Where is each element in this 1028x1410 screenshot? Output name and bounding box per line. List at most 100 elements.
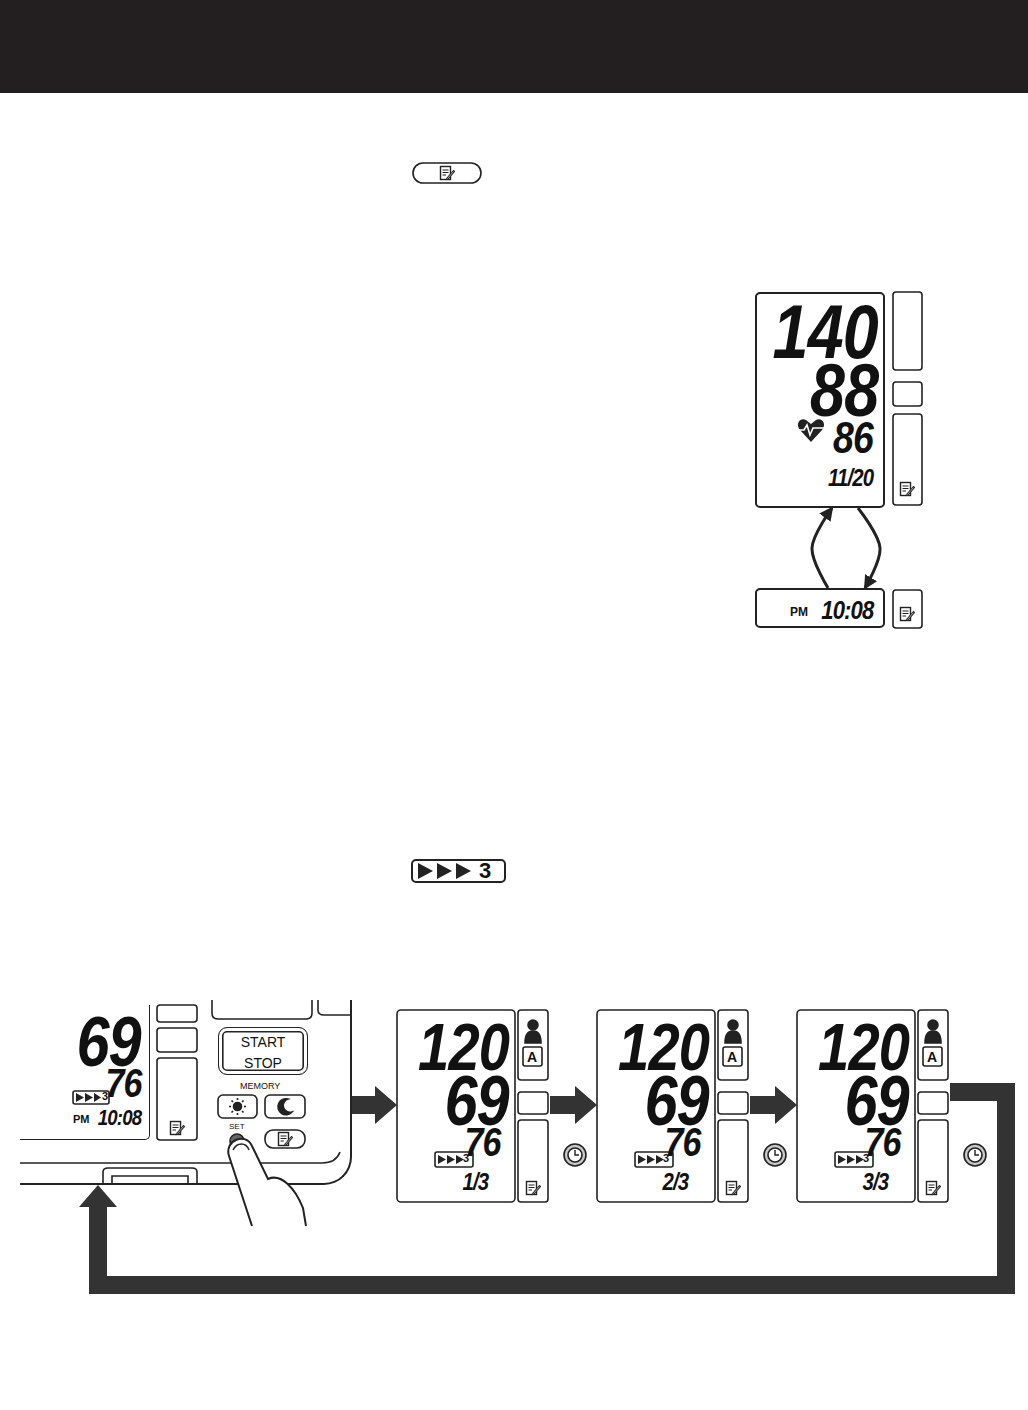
device-body (234, 1103, 242, 1111)
display-text: 3 (863, 1153, 869, 1164)
display-text: START (241, 1034, 286, 1050)
average-badge (412, 860, 505, 882)
display-text: 3/3 (862, 1168, 888, 1195)
lcd-screen-outline (728, 1020, 738, 1030)
device-body (94, 1093, 101, 1102)
display-text: 76 (105, 1063, 141, 1103)
lcd-screen-outline (597, 1010, 715, 1202)
display-text: 86 (833, 413, 873, 462)
lcd-screen-outline (718, 1010, 748, 1080)
lcd-screen-outline (528, 1020, 538, 1030)
flow-arrow (550, 1096, 575, 1114)
side-panel (901, 608, 915, 621)
display-text: 76 (864, 1120, 900, 1164)
lcd-screen-outline (518, 1010, 548, 1080)
device-body (20, 1000, 352, 1185)
lcd-screen: 140888611/20 (755, 292, 885, 508)
display-text: 11/20 (828, 464, 873, 491)
display-text: SET (229, 1122, 245, 1131)
display-text: 10:08 (821, 597, 873, 623)
header-band (0, 0, 1028, 93)
flow-arrow (98, 1092, 1006, 1285)
lcd-screen-outline (968, 1148, 982, 1162)
device-body (230, 1134, 244, 1148)
lcd-time-strip: PM 10:08 (755, 588, 885, 628)
lcd-screen-outline (856, 1155, 864, 1164)
display-text: A (927, 1049, 937, 1065)
badge-number: 3 (479, 860, 491, 882)
device-body (279, 1133, 293, 1146)
memo-button-icon (413, 163, 481, 183)
lcd-screen-outline (568, 1148, 582, 1162)
toggle-arrow (812, 508, 832, 588)
lcd-screen-outline (847, 1155, 855, 1164)
lcd-screen: 120697632/3A (597, 1010, 750, 1202)
finger (228, 1139, 306, 1226)
badge-number: 3 (479, 858, 491, 883)
lcd-screen-outline (975, 1150, 979, 1155)
display-text: PM (73, 1114, 90, 1125)
display-text: 76 (864, 1122, 900, 1162)
display-text: 76 (464, 1122, 500, 1162)
display-text: 10:08 (97, 1105, 141, 1130)
side-panel (893, 590, 922, 628)
lcd-screen-outline (447, 1155, 455, 1164)
display-text: PM (790, 605, 808, 619)
toggle-arrow (858, 508, 880, 588)
lcd-screen: 120697631/3A (397, 1010, 550, 1202)
display-text: 76 (464, 1120, 500, 1164)
lcd-screen-outline (575, 1150, 579, 1155)
lcd-screen-outline (725, 1031, 741, 1043)
display-text: 2/3 (662, 1168, 688, 1195)
lcd-screen-outline (397, 1010, 586, 1202)
display-text: 3 (102, 1090, 108, 1102)
display-text: PM (790, 606, 808, 618)
device-body (212, 1000, 312, 1019)
device-body (76, 1093, 93, 1102)
display-text: 3 (663, 1153, 669, 1164)
lcd-screen-outline (918, 1120, 948, 1202)
lcd-screen-outline (656, 1155, 664, 1164)
lcd-screen-outline (564, 1144, 586, 1166)
lcd-screen-outline (797, 1010, 915, 1202)
lcd-screen-outline (718, 1092, 748, 1114)
lcd-screen-outline (775, 1150, 779, 1155)
lcd-screen-outline (923, 1047, 942, 1066)
device-body (318, 1000, 352, 1015)
display-text: A (527, 1050, 537, 1064)
device-body (265, 1130, 305, 1148)
display-text: 3 (863, 1152, 869, 1164)
display-text: 3 (102, 1091, 108, 1102)
display-text: PM (73, 1113, 90, 1125)
device-body (20, 1152, 340, 1163)
side-panel (893, 292, 922, 628)
lcd-screen-outline (925, 1031, 941, 1043)
display-text: A (527, 1049, 537, 1065)
lcd-screen-outline (964, 1144, 986, 1166)
lcd-screen-outline (797, 1010, 986, 1202)
device-body (157, 1058, 197, 1140)
lcd-screen-outline (525, 1031, 541, 1043)
lcd-screen-outline (927, 1182, 941, 1195)
display-text: 3 (463, 1152, 469, 1164)
display-text: 10:08 (97, 1107, 141, 1129)
device-body (103, 1168, 197, 1185)
display-text: SET (229, 1123, 245, 1131)
lcd-screen-outline (435, 1152, 473, 1167)
display-text: A (927, 1050, 937, 1064)
memo-button-icon (413, 163, 481, 183)
monitor-body: MEMORYSET69763PM10:08STARTSTOP (20, 1000, 352, 1185)
average-badge (412, 860, 505, 882)
side-panel (901, 483, 915, 496)
side-panel (893, 292, 922, 370)
display-text: 1/3 (462, 1168, 488, 1195)
memo-button-icon (441, 167, 455, 180)
display-text: 76 (664, 1120, 700, 1164)
device-body (278, 1099, 292, 1115)
lcd-screen-outline (838, 1155, 846, 1164)
